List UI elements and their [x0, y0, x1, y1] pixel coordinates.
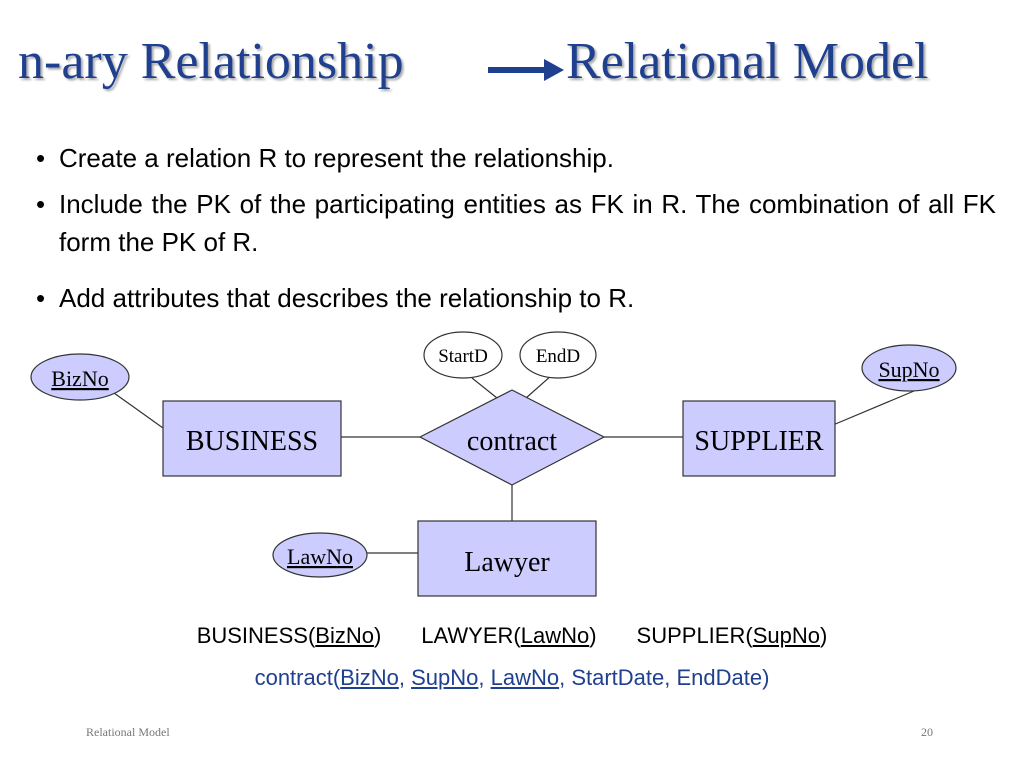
schema-close-paren: )	[373, 623, 382, 648]
bullet-text: Create a relation R to represent the rel…	[59, 143, 614, 173]
schema-contract-fk-lawno: LawNo	[490, 665, 560, 690]
schema-supplier-name: SUPPLIER(	[636, 623, 753, 648]
bullet-item: • Create a relation R to represent the r…	[36, 139, 996, 177]
schema-separator: ,	[478, 665, 491, 690]
attribute-supno	[861, 344, 957, 392]
entity-supplier	[682, 400, 836, 477]
schema-contract-name: contract(	[254, 665, 341, 690]
schema-business-name: BUSINESS(	[196, 623, 316, 648]
bullet-marker: •	[36, 283, 46, 313]
attribute-endd	[519, 331, 597, 379]
schema-contract-fk-bizno: BizNo	[340, 665, 399, 690]
endd-link	[525, 374, 553, 399]
schema-close-paren: )	[589, 623, 597, 648]
attribute-lawno-label: LawNo	[287, 544, 353, 569]
entity-business	[162, 400, 342, 477]
slide-title-right: Relational Model	[566, 33, 929, 90]
footer-title: Relational Model	[86, 725, 170, 739]
entity-lawyer	[417, 520, 597, 597]
attribute-bizno-label: BizNo	[51, 366, 108, 391]
schema-close-paren: )	[819, 623, 828, 648]
schema-contract-fk-supno: SupNo	[411, 665, 479, 690]
attribute-startd-label: StartD	[438, 346, 488, 367]
schema-separator: ,	[398, 665, 412, 690]
schema-supplier-pk: SupNo	[752, 623, 820, 648]
relation-schema-contract: contract(BizNo, SupNo, LawNo, StartDate,…	[0, 663, 1024, 693]
attribute-lawno	[272, 532, 368, 578]
supno-link	[832, 390, 915, 426]
schema-lawyer-name: LAWYER(	[421, 623, 521, 648]
er-diagram: BUSINESS SUPPLIER Lawyer contract BizNo …	[30, 331, 957, 597]
bullet-marker: •	[36, 189, 46, 219]
page-number: 20	[921, 725, 933, 739]
schema-lawyer-pk: LawNo	[520, 623, 590, 648]
bullet-item: • Add attributes that describes the rela…	[36, 279, 996, 317]
bizno-link	[113, 392, 164, 429]
entity-supplier-label: SUPPLIER	[694, 426, 823, 457]
attribute-endd-label: EndD	[536, 346, 580, 367]
bullet-text: Include the PK of the participating enti…	[59, 189, 996, 257]
bullet-marker: •	[36, 143, 46, 173]
right-arrow-icon	[488, 59, 564, 81]
entity-business-label: BUSINESS	[186, 426, 318, 457]
schema-contract-rest: , StartDate, EndDate)	[559, 665, 770, 690]
bullet-item: • Include the PK of the participating en…	[36, 185, 996, 261]
entity-lawyer-label: Lawyer	[464, 547, 550, 578]
bullet-text: Add attributes that describes the relati…	[59, 283, 635, 313]
relation-schema-entities: BUSINESS(BizNo) LAWYER(LawNo) SUPPLIER(Sup…	[0, 621, 1024, 651]
slide-title-left: n-ary Relationship	[18, 33, 404, 90]
attribute-bizno	[30, 353, 130, 401]
startd-link	[471, 377, 498, 399]
relationship-contract-label: contract	[467, 426, 557, 457]
attribute-supno-label: SupNo	[878, 357, 939, 382]
schema-business-pk: BizNo	[315, 623, 374, 648]
attribute-startd	[423, 331, 503, 379]
relationship-contract	[418, 389, 606, 486]
